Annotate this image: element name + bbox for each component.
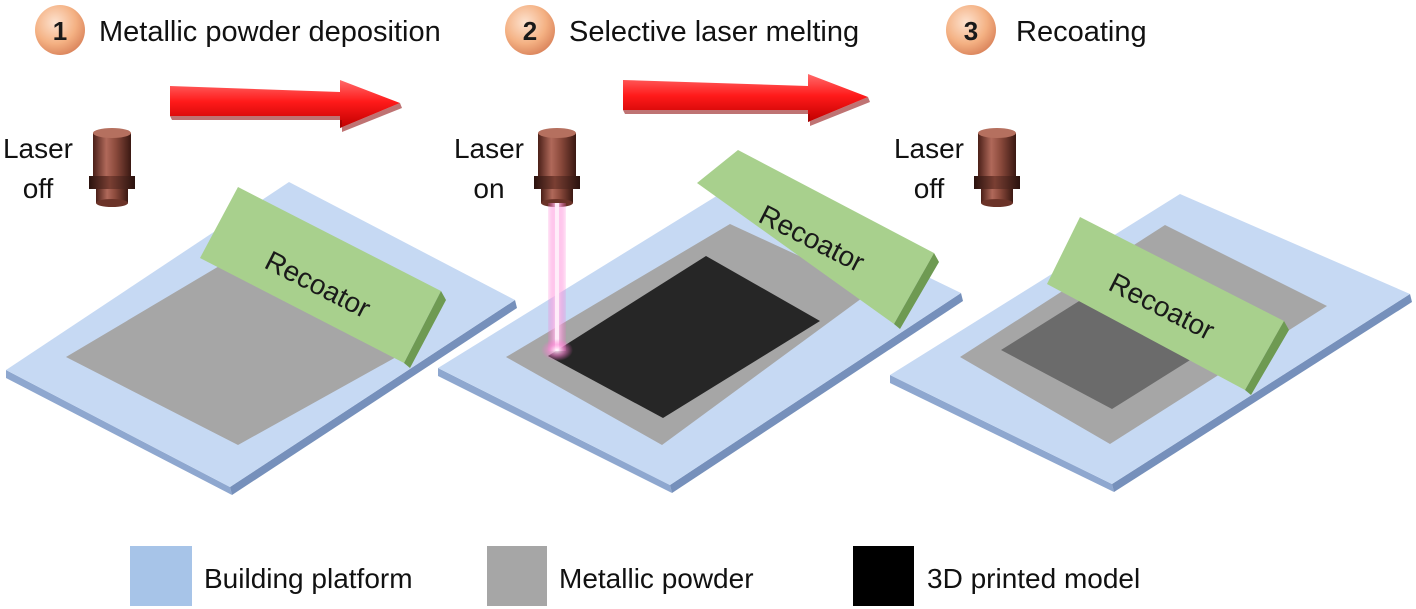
- legend: Building platform Metallic powder 3D pri…: [130, 546, 1140, 606]
- legend-label-3d-printed-model: 3D printed model: [927, 563, 1140, 594]
- panel-1-laser-label: Laser: [3, 133, 73, 164]
- legend-swatch-3d-printed-model: [853, 546, 914, 606]
- laser-head-icon: [89, 128, 135, 207]
- panel-2-laser-label: Laser: [454, 133, 524, 164]
- step-3-header: 3 Recoating: [946, 5, 1147, 55]
- metallic-powder-layer: [66, 262, 398, 445]
- panel-3-laser-state: off: [914, 173, 945, 204]
- legend-swatch-metallic-powder: [487, 546, 547, 606]
- printed-model: [548, 256, 820, 418]
- laser-beam: [541, 203, 573, 361]
- panel-2: Laser on Recoator: [438, 128, 963, 493]
- panel-3-laser-label: Laser: [894, 133, 964, 164]
- panel-2-laser-state: on: [473, 173, 504, 204]
- panel-3: Laser off Recoator: [890, 128, 1412, 492]
- legend-swatch-building-platform: [130, 546, 192, 606]
- step-2-label: Selective laser melting: [569, 16, 859, 48]
- legend-item-metallic-powder: Metallic powder: [487, 546, 754, 606]
- step-1-number: 1: [53, 16, 67, 46]
- legend-label-metallic-powder: Metallic powder: [559, 563, 754, 594]
- step-1-header: 1 Metallic powder deposition: [35, 5, 441, 55]
- panel-1: Laser off Recoator: [3, 128, 517, 495]
- step-2-badge-icon: [505, 5, 555, 55]
- right-arrow-icon: [623, 74, 870, 126]
- right-arrow-icon: [170, 80, 402, 132]
- step-1-label: Metallic powder deposition: [99, 16, 441, 48]
- step-2-number: 2: [523, 16, 537, 46]
- step-3-badge-icon: [946, 5, 996, 55]
- legend-item-building-platform: Building platform: [130, 546, 413, 606]
- laser-head-icon: [974, 128, 1020, 207]
- step-1-badge-icon: [35, 5, 85, 55]
- step-3-label: Recoating: [1016, 16, 1147, 48]
- legend-item-3d-printed-model: 3D printed model: [853, 546, 1140, 606]
- step-3-number: 3: [964, 16, 978, 46]
- laser-head-icon: [534, 128, 580, 207]
- panel-1-laser-state: off: [23, 173, 54, 204]
- step-2-header: 2 Selective laser melting: [505, 5, 859, 55]
- legend-label-building-platform: Building platform: [204, 563, 413, 594]
